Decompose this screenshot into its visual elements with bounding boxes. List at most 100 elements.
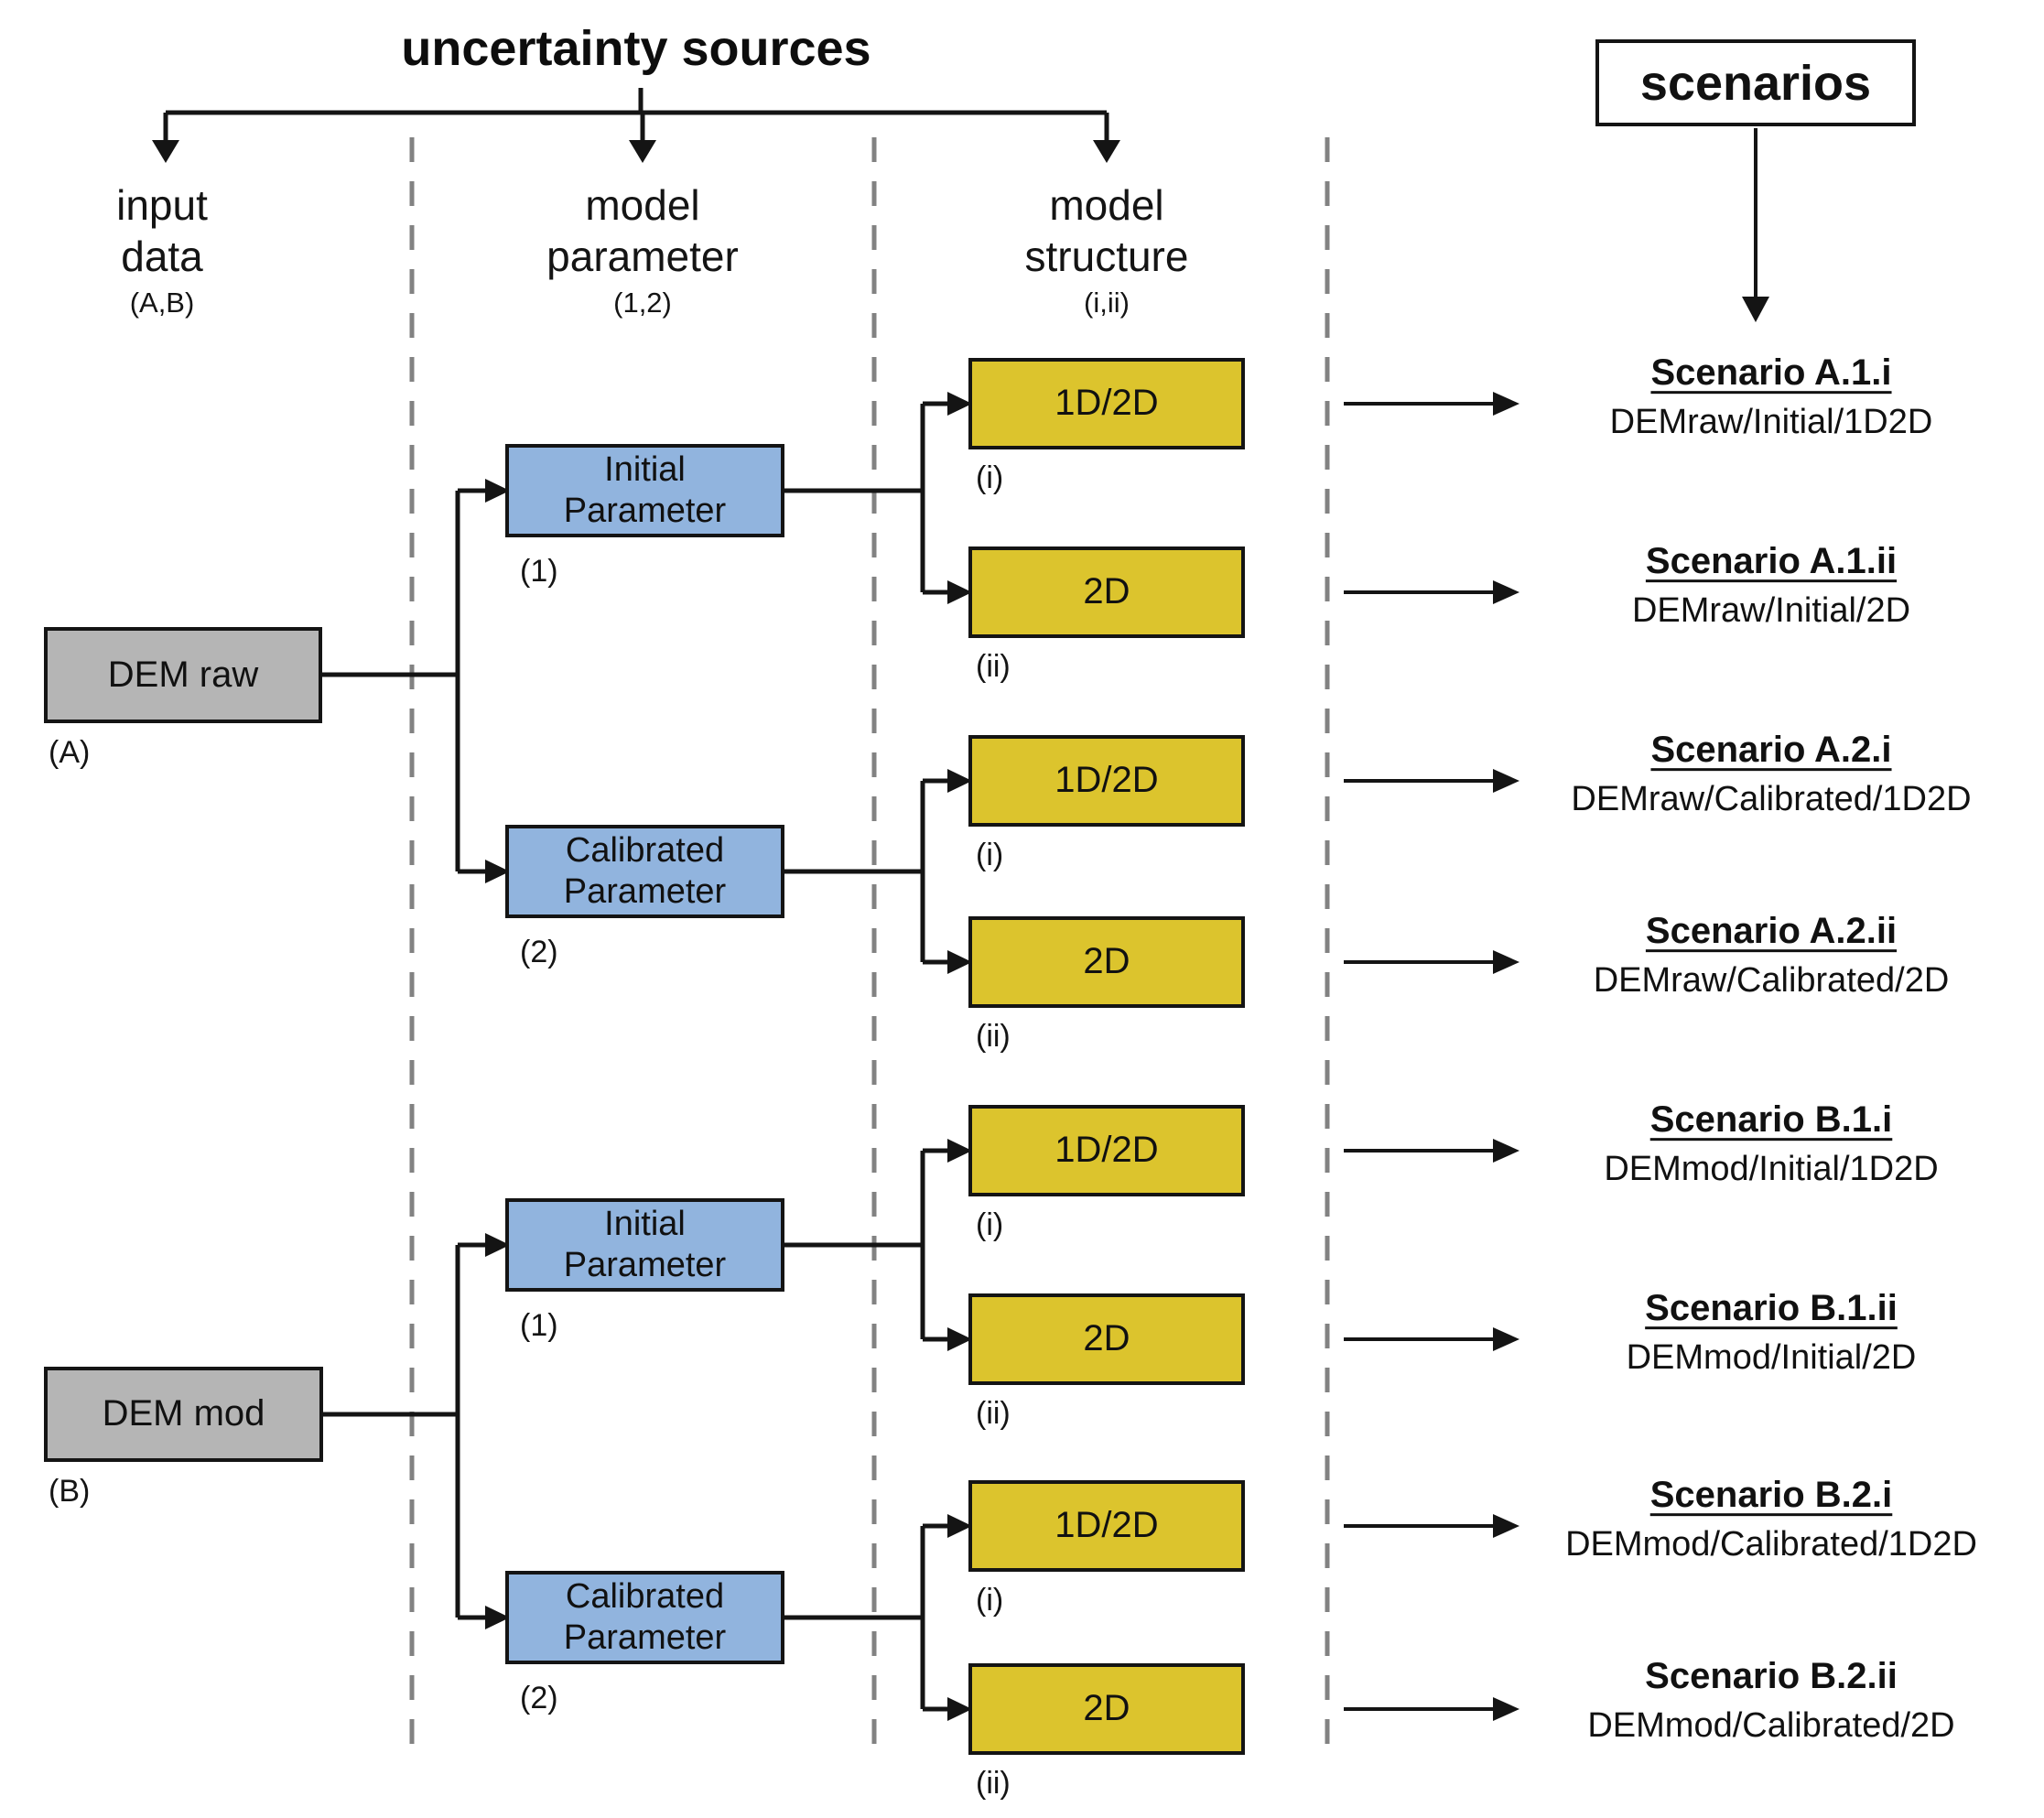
arrowhead bbox=[947, 1697, 972, 1721]
column-header-sub: (i,ii) bbox=[1084, 287, 1130, 319]
arrowhead bbox=[1742, 297, 1769, 322]
arrowhead bbox=[1493, 1514, 1519, 1538]
structure-box-label: 1D/2D bbox=[1054, 760, 1159, 801]
arrowhead bbox=[1493, 1327, 1519, 1351]
structure-box-tag: (i) bbox=[976, 1207, 1004, 1242]
structure-box-2d: 2D bbox=[968, 1663, 1245, 1755]
arrowhead bbox=[1493, 580, 1519, 604]
column-header-model-structure: model structure (i,ii) bbox=[942, 179, 1271, 320]
arrowhead bbox=[1493, 1697, 1519, 1721]
structure-box-label: 2D bbox=[1083, 1318, 1130, 1359]
structure-box-label: 2D bbox=[1083, 941, 1130, 982]
input-box-tag-a: (A) bbox=[49, 735, 91, 770]
structure-box-tag: (i) bbox=[976, 1583, 1004, 1618]
structure-box-label: 1D/2D bbox=[1054, 1130, 1159, 1171]
scenario-path: DEMmod/Initial/1D2D bbox=[1604, 1150, 1939, 1189]
arrowhead bbox=[485, 1606, 510, 1629]
top-connector bbox=[163, 88, 1109, 143]
structure-box-2d: 2D bbox=[968, 916, 1245, 1008]
scenario-path: DEMraw/Initial/1D2D bbox=[1609, 403, 1933, 442]
structure-box-tag: (ii) bbox=[976, 1766, 1011, 1801]
tree-b1 bbox=[784, 1148, 948, 1342]
structure-box-2d: 2D bbox=[968, 546, 1245, 638]
input-box-dem-raw: DEM raw bbox=[44, 627, 322, 723]
column-header-model-parameter: model parameter (1,2) bbox=[478, 179, 807, 320]
arrowhead bbox=[947, 769, 972, 793]
scenario-path: DEMraw/Initial/2D bbox=[1631, 591, 1911, 631]
column-header-sub: (1,2) bbox=[613, 287, 672, 319]
input-box-dem-mod: DEM mod bbox=[44, 1367, 323, 1462]
input-box-tag-b: (B) bbox=[49, 1474, 91, 1509]
scenario-item: Scenario B.2.i DEMmod/Calibrated/1D2D bbox=[1547, 1474, 1995, 1565]
column-header-line1: input bbox=[116, 181, 208, 229]
scenario-item: Scenario B.2.ii DEMmod/Calibrated/2D bbox=[1547, 1655, 1995, 1747]
structure-box-tag: (ii) bbox=[976, 1019, 1011, 1054]
arrowhead bbox=[629, 140, 656, 163]
scenario-item: Scenario A.2.ii DEMraw/Calibrated/2D bbox=[1547, 910, 1995, 1001]
scenario-path: DEMmod/Calibrated/1D2D bbox=[1565, 1525, 1977, 1564]
scenario-item: Scenario B.1.ii DEMmod/Initial/2D bbox=[1547, 1287, 1995, 1379]
column-header-input-data: input data (A,B) bbox=[34, 179, 290, 320]
input-box-label: DEM raw bbox=[107, 654, 259, 695]
scenario-path: DEMraw/Calibrated/2D bbox=[1593, 961, 1950, 1001]
scenario-title: Scenario B.1.ii bbox=[1645, 1288, 1898, 1329]
parameter-box-tag: (1) bbox=[520, 554, 558, 589]
scenarios-header-box: scenarios bbox=[1595, 39, 1916, 126]
structure-box-label: 1D/2D bbox=[1054, 1505, 1159, 1546]
column-header-line1: model bbox=[1049, 181, 1164, 229]
arrowhead bbox=[947, 1327, 972, 1351]
arrowhead bbox=[152, 140, 179, 163]
scenario-item: Scenario B.1.i DEMmod/Initial/1D2D bbox=[1547, 1098, 1995, 1190]
arrowhead bbox=[947, 580, 972, 604]
tree-b2 bbox=[784, 1523, 948, 1712]
tree-a1 bbox=[784, 401, 948, 595]
tree-a2 bbox=[784, 778, 948, 965]
arrowhead bbox=[485, 1233, 510, 1257]
scenario-title: Scenario B.1.i bbox=[1649, 1099, 1893, 1141]
structure-box-tag: (ii) bbox=[976, 1396, 1011, 1431]
scenario-title: Scenario A.2.i bbox=[1650, 730, 1892, 771]
arrowhead bbox=[1493, 392, 1519, 416]
arrowhead bbox=[1493, 950, 1519, 974]
scenario-path: DEMmod/Initial/2D bbox=[1626, 1338, 1917, 1378]
arrowhead bbox=[947, 950, 972, 974]
scenario-title: Scenario B.2.ii bbox=[1645, 1656, 1898, 1697]
tree-b-root bbox=[323, 1242, 487, 1620]
parameter-box-tag: (2) bbox=[520, 935, 558, 969]
column-header-line2: data bbox=[121, 233, 203, 281]
structure-box-label: 2D bbox=[1083, 571, 1130, 612]
scenario-item: Scenario A.1.ii DEMraw/Initial/2D bbox=[1547, 540, 1995, 632]
scenarios-header-label: scenarios bbox=[1639, 55, 1872, 111]
structure-box-2d: 2D bbox=[968, 1293, 1245, 1385]
parameter-box-tag: (2) bbox=[520, 1681, 558, 1715]
scenario-title: Scenario A.1.ii bbox=[1645, 541, 1898, 582]
scenario-arrows bbox=[1344, 402, 1494, 1711]
arrowhead bbox=[1093, 140, 1120, 163]
column-header-line2: parameter bbox=[546, 233, 739, 281]
structure-box-1d2d: 1D/2D bbox=[968, 1480, 1245, 1572]
tree-a-root bbox=[322, 488, 487, 874]
scenario-path: DEMmod/Calibrated/2D bbox=[1587, 1706, 1955, 1746]
structure-box-tag: (i) bbox=[976, 838, 1004, 872]
scenario-item: Scenario A.2.i DEMraw/Calibrated/1D2D bbox=[1547, 729, 1995, 820]
arrowhead bbox=[485, 479, 510, 503]
arrowhead bbox=[1493, 769, 1519, 793]
structure-box-tag: (i) bbox=[976, 460, 1004, 495]
structure-box-label: 1D/2D bbox=[1054, 383, 1159, 424]
arrowhead bbox=[485, 860, 510, 883]
diagram-title: uncertainty sources bbox=[401, 21, 871, 76]
parameter-box-tag: (1) bbox=[520, 1308, 558, 1343]
scenario-path: DEMraw/Calibrated/1D2D bbox=[1571, 780, 1972, 819]
arrowhead bbox=[1493, 1139, 1519, 1163]
column-header-line1: model bbox=[585, 181, 700, 229]
